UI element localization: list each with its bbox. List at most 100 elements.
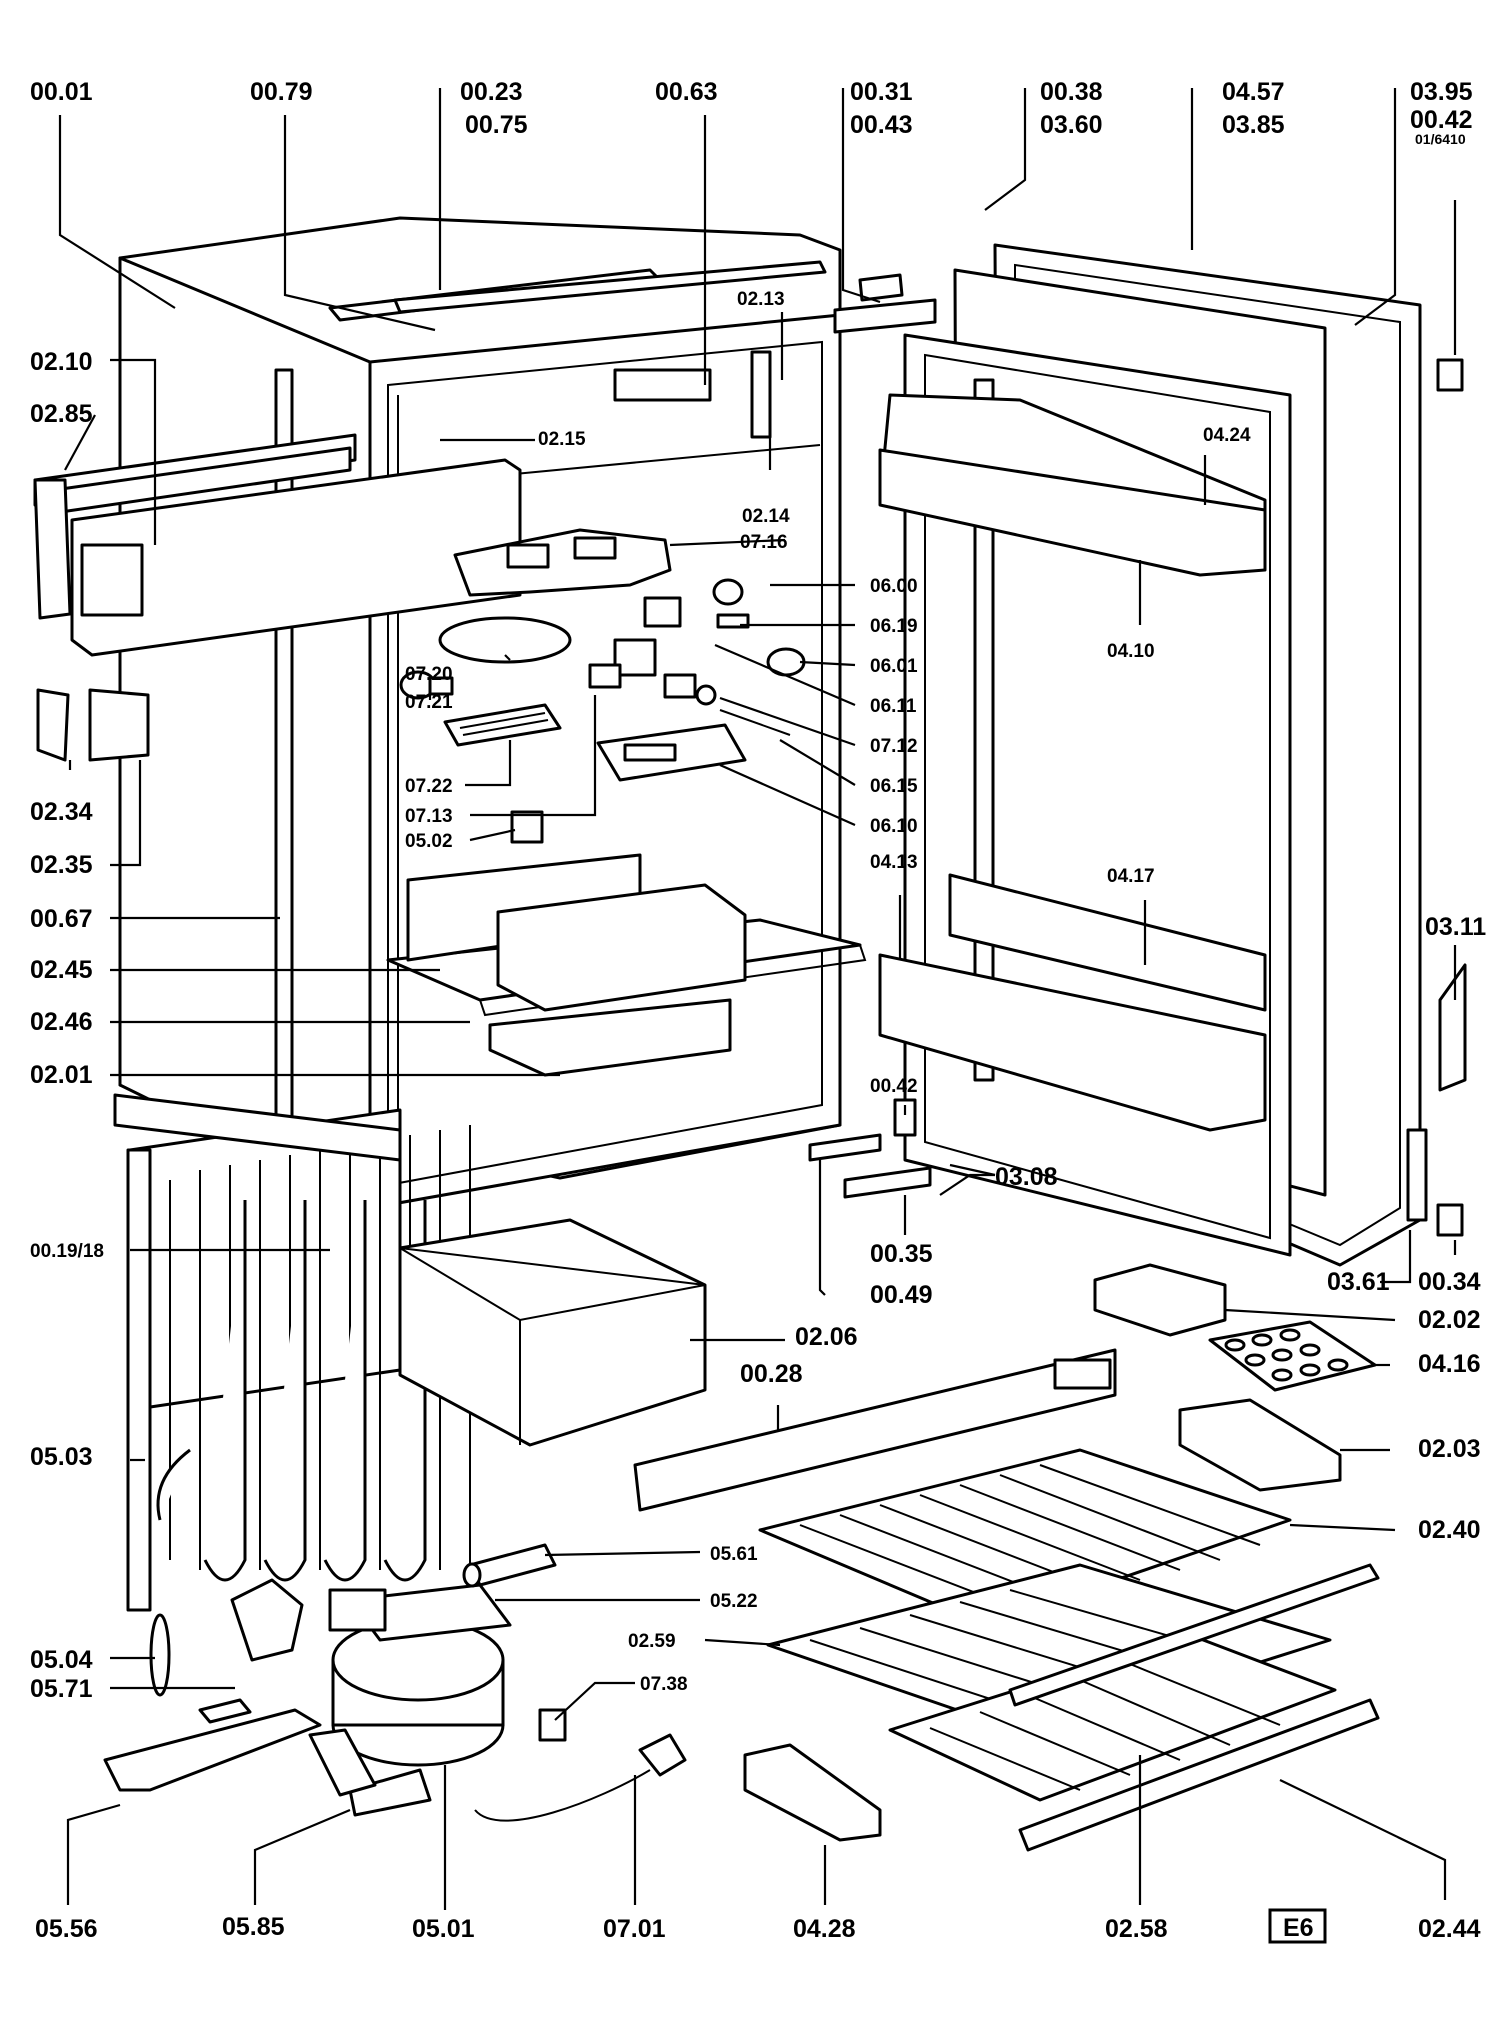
label-0522: 05.22 <box>710 1591 758 1612</box>
label-0722: 07.22 <box>405 776 453 797</box>
label-0210: 02.10 <box>30 348 93 376</box>
label-0214: 02.14 <box>742 506 790 527</box>
crisper-drawer <box>488 883 747 1077</box>
label-0738: 07.38 <box>640 1674 688 1695</box>
freezer-bracket <box>613 368 712 402</box>
label-0701: 07.01 <box>603 1915 666 1943</box>
label-0385: 03.85 <box>1222 111 1285 139</box>
thermostat-parts <box>643 578 806 736</box>
label-0561: 05.61 <box>710 1544 758 1565</box>
label-6410: 01/6410 <box>1415 131 1466 147</box>
label-0063: 00.63 <box>655 78 718 106</box>
label-0721: 07.21 <box>405 692 453 713</box>
label-0424: 04.24 <box>1203 425 1251 446</box>
label-0571: 05.71 <box>30 1675 93 1703</box>
label-0502: 05.02 <box>405 831 453 852</box>
label-0457: 04.57 <box>1222 78 1285 106</box>
label-0028: 00.28 <box>740 1360 803 1388</box>
label-0244: 02.44 <box>1418 1915 1481 1943</box>
label-0034: 00.34 <box>1418 1268 1481 1296</box>
top-rails <box>328 260 827 322</box>
hinges <box>808 273 1467 1237</box>
label-0234: 02.34 <box>30 798 93 826</box>
egg-tray <box>1208 1320 1377 1392</box>
condenser <box>113 1093 471 1612</box>
label-0285: 02.85 <box>30 400 93 428</box>
top-cover-panel <box>33 433 522 657</box>
label-0042a: 00.42 <box>1410 106 1473 134</box>
label-0042b: 00.42 <box>870 1076 918 1097</box>
thermostat-housing <box>453 528 672 597</box>
label-0206: 02.06 <box>795 1323 858 1351</box>
label-0067: 00.67 <box>30 905 93 933</box>
label-0611: 06.11 <box>870 696 917 717</box>
wire-shelf-upper <box>758 1448 1292 1627</box>
label-0556: 05.56 <box>35 1915 98 1943</box>
label-0245: 02.45 <box>30 956 93 984</box>
label-0585: 05.85 <box>222 1913 285 1941</box>
label-0720: 07.20 <box>405 664 453 685</box>
light-cover <box>438 616 572 664</box>
label-0001: 00.01 <box>30 78 93 106</box>
label-0503: 05.03 <box>30 1443 93 1471</box>
small-brackets <box>36 688 150 762</box>
label-0428: 04.28 <box>793 1915 856 1943</box>
label-0019: 00.19/18 <box>30 1241 104 1262</box>
label-0504: 05.04 <box>30 1646 93 1674</box>
label-0240: 02.40 <box>1418 1516 1481 1544</box>
label-0615: 06.15 <box>870 776 918 797</box>
label-0215: 02.15 <box>538 429 586 450</box>
label-0079: 00.79 <box>250 78 313 106</box>
label-0246: 02.46 <box>30 1008 93 1036</box>
label-0413: 04.13 <box>870 852 918 873</box>
part-labels: 00.01 00.79 00.23 00.75 00.63 00.31 00.4… <box>30 78 1486 1944</box>
label-0201: 02.01 <box>30 1061 93 1089</box>
compressor <box>328 1583 512 1817</box>
shelf-rail <box>633 1348 1117 1512</box>
drip-tray <box>743 1743 882 1842</box>
grille-plate <box>443 703 562 747</box>
label-0213: 02.13 <box>737 289 785 310</box>
label-0202: 02.02 <box>1418 1306 1481 1334</box>
drain-pan <box>398 1218 707 1447</box>
label-0713: 07.13 <box>405 806 453 827</box>
label-0023: 00.23 <box>460 78 523 106</box>
label-0311: 03.11 <box>1425 913 1486 941</box>
label-0043: 00.43 <box>850 111 913 139</box>
label-0308: 03.08 <box>995 1163 1058 1191</box>
label-0601: 06.01 <box>870 656 918 677</box>
hinge-strip-left <box>750 350 772 439</box>
bulb <box>399 670 454 700</box>
switch-plate <box>596 723 747 782</box>
page-code-badge: E6 <box>1268 1908 1327 1944</box>
door-bin-lower <box>878 953 1267 1132</box>
label-0600: 06.00 <box>870 576 918 597</box>
filter-drier <box>462 1543 557 1588</box>
sensor-and-mounts <box>103 1578 377 1797</box>
leader-lines <box>58 88 1457 1910</box>
label-0416: 04.16 <box>1418 1350 1481 1378</box>
label-0038: 00.38 <box>1040 78 1103 106</box>
label-0075: 00.75 <box>465 111 528 139</box>
label-0031: 00.31 <box>850 78 913 106</box>
page-code: E6 <box>1283 1914 1314 1942</box>
clip <box>510 810 544 844</box>
label-0410: 04.10 <box>1107 641 1155 662</box>
label-0417: 04.17 <box>1107 866 1155 887</box>
cabinet-body <box>118 216 842 1210</box>
label-0361: 03.61 <box>1327 1268 1390 1296</box>
label-0395: 03.95 <box>1410 78 1473 106</box>
label-0049: 00.49 <box>870 1281 933 1309</box>
label-0360: 03.60 <box>1040 111 1103 139</box>
power-plug <box>474 1733 687 1822</box>
ice-tray <box>1178 1398 1342 1492</box>
butter-dish <box>1093 1263 1227 1337</box>
label-0258: 02.58 <box>1105 1915 1168 1943</box>
label-0501: 05.01 <box>412 1915 475 1943</box>
door-bin-middle <box>948 873 1267 1012</box>
label-0035: 00.35 <box>870 1240 933 1268</box>
label-0610: 06.10 <box>870 816 918 837</box>
label-0619: 06.19 <box>870 616 918 637</box>
shelf-trim-strips <box>1008 1563 1380 1852</box>
